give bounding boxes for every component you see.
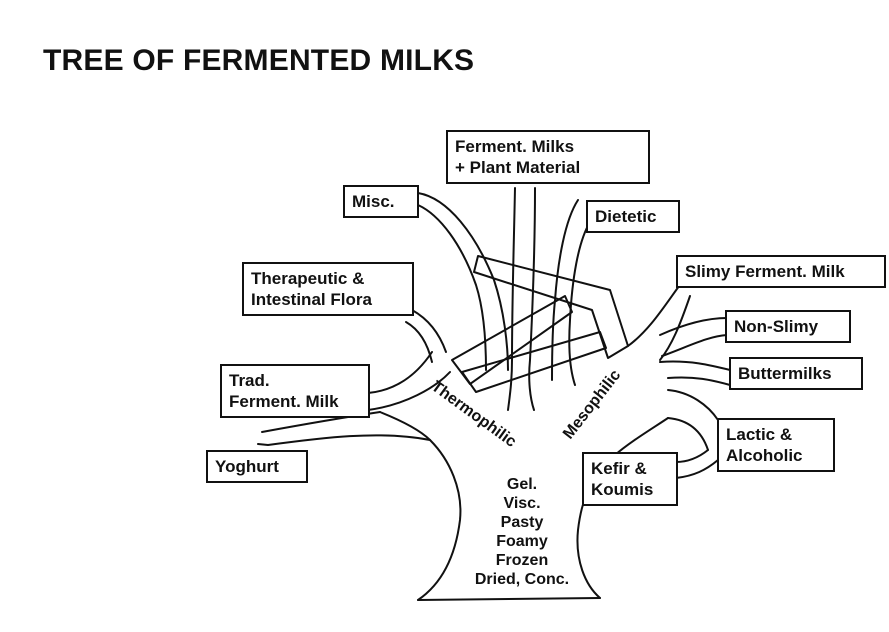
branch-kefir-lower: [676, 460, 718, 478]
box-yoghurt-label: Yoghurt: [215, 456, 299, 477]
box-buttermilks: Buttermilks: [729, 357, 863, 390]
box-lactic-line1: Lactic &: [726, 424, 826, 445]
box-buttermilks-label: Buttermilks: [738, 363, 854, 384]
box-trad-line2: Ferment. Milk: [229, 391, 361, 412]
box-therapeutic-line1: Therapeutic &: [251, 268, 405, 289]
box-kefir-line2: Koumis: [591, 479, 669, 500]
branch-misc-right: [418, 193, 508, 370]
branch-nonslimy-lower: [662, 335, 727, 356]
trunk-line-5: Frozen: [447, 551, 597, 570]
trunk-line-3: Pasty: [447, 513, 597, 532]
trunk-line-2: Visc.: [447, 494, 597, 513]
branch-buttermilks-lower: [668, 377, 730, 385]
branch-lactic-upper: [668, 390, 718, 420]
box-kefir-line1: Kefir &: [591, 458, 669, 479]
box-slimy: Slimy Ferment. Milk: [676, 255, 886, 288]
branch-dietetic-left: [552, 200, 578, 380]
box-misc: Misc.: [343, 185, 419, 218]
branch-nonslimy-upper: [660, 318, 727, 335]
box-dietetic: Dietetic: [586, 200, 680, 233]
box-plant-line2: + Plant Material: [455, 157, 641, 178]
box-nonslimy: Non-Slimy: [725, 310, 851, 343]
branch-plant-left: [508, 188, 515, 410]
branch-kefir-upper: [676, 450, 708, 462]
box-lactic: Lactic & Alcoholic: [717, 418, 835, 472]
box-nonslimy-label: Non-Slimy: [734, 316, 842, 337]
branch-plant-right: [529, 188, 535, 410]
branch-yoghurt-lower: [258, 435, 430, 445]
branch-misc-left: [418, 205, 486, 370]
trunk-base: [418, 598, 600, 600]
box-misc-label: Misc.: [352, 191, 410, 212]
trunk-text: Gel. Visc. Pasty Foamy Frozen Dried, Con…: [447, 475, 597, 589]
box-therapeutic-line2: Intestinal Flora: [251, 289, 405, 310]
branch-lactic-lower: [668, 418, 708, 450]
trunk-line-4: Foamy: [447, 532, 597, 551]
box-therapeutic: Therapeutic & Intestinal Flora: [242, 262, 414, 316]
trunk-line-6: Dried, Conc.: [447, 570, 597, 589]
box-slimy-label: Slimy Ferment. Milk: [685, 261, 877, 282]
box-trad-line1: Trad.: [229, 370, 361, 391]
branch-trad-upper: [368, 352, 432, 393]
box-lactic-line2: Alcoholic: [726, 445, 826, 466]
branch-buttermilks-upper: [660, 362, 730, 370]
trunk-line-1: Gel.: [447, 475, 597, 494]
box-plant-line1: Ferment. Milks: [455, 136, 641, 157]
box-plant-material: Ferment. Milks + Plant Material: [446, 130, 650, 184]
box-dietetic-label: Dietetic: [595, 206, 671, 227]
box-trad: Trad. Ferment. Milk: [220, 364, 370, 418]
box-yoghurt: Yoghurt: [206, 450, 308, 483]
